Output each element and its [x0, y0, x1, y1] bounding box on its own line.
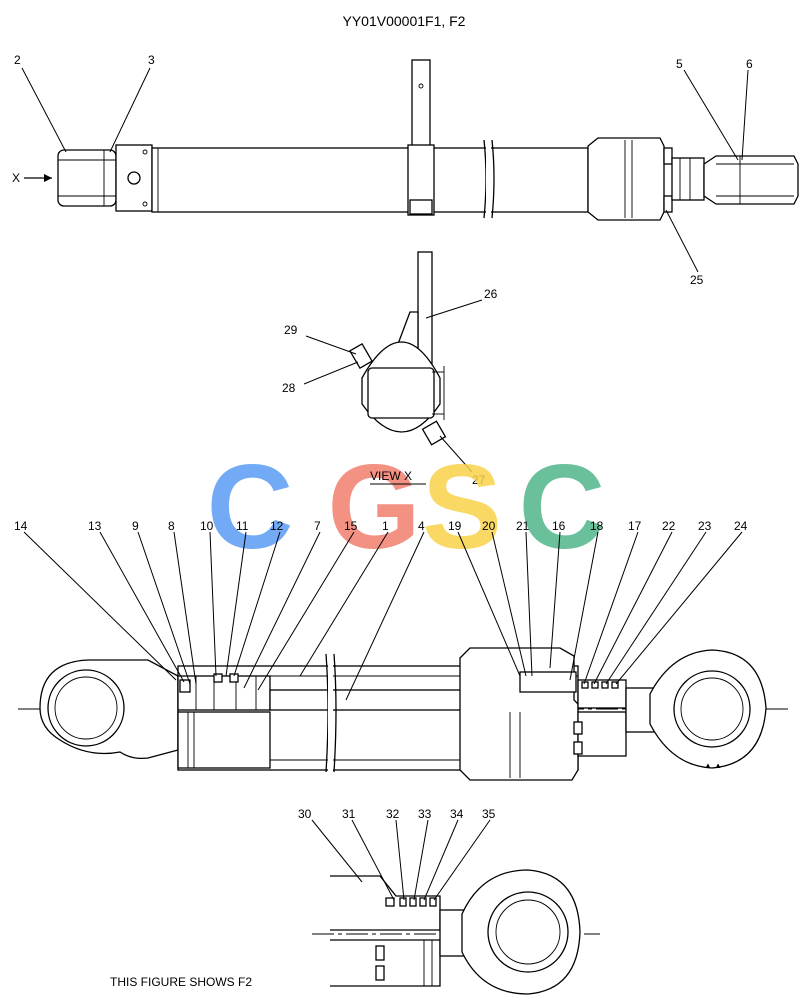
- callout-24: 24: [734, 519, 748, 533]
- callout-2: 2: [14, 53, 21, 67]
- trunnion-plate: [411, 59, 431, 153]
- piston-rod: [671, 157, 705, 201]
- callout-23: 23: [698, 519, 712, 533]
- view-x-leaders: [303, 299, 483, 473]
- view-x-plate: [417, 251, 433, 367]
- section-head: [459, 647, 579, 781]
- callout-28: 28: [282, 381, 296, 395]
- figure-note: THIS FIGURE SHOWS F2: [110, 975, 252, 989]
- view-x-bolt-top: [349, 342, 373, 370]
- callout-33: 33: [418, 807, 432, 821]
- left-pin-boss: [57, 149, 117, 207]
- callout-20: 20: [482, 519, 496, 533]
- callout-16: 16: [552, 519, 566, 533]
- callout-32: 32: [386, 807, 400, 821]
- detail-head: [330, 875, 441, 931]
- callout-3: 3: [148, 53, 155, 67]
- callout-13: 13: [88, 519, 102, 533]
- watermark-letter: G: [327, 440, 420, 574]
- cylinder-tube: [151, 147, 589, 213]
- view-x-drawing: [349, 251, 447, 446]
- callout-1: 1: [382, 519, 389, 533]
- watermark-letter: C: [207, 440, 294, 574]
- callout-12: 12: [270, 519, 284, 533]
- cylinder-section-view: ▲ ▲: [18, 647, 790, 781]
- detail-leaders: [311, 819, 491, 901]
- mounting-block: [115, 144, 153, 212]
- callout-27: 27: [472, 473, 486, 487]
- callout-18: 18: [590, 519, 604, 533]
- view-x-label: VIEW X: [370, 469, 412, 483]
- callout-25: 25: [690, 273, 704, 287]
- callout-15: 15: [344, 519, 358, 533]
- callout-35: 35: [482, 807, 496, 821]
- callout-11: 11: [236, 519, 249, 533]
- callout-6: 6: [746, 57, 753, 71]
- callout-5: 5: [676, 57, 683, 71]
- callout-19: 19: [448, 519, 462, 533]
- section-leaders: [23, 531, 743, 701]
- detail-f2-view: [312, 869, 600, 995]
- callout-22: 22: [662, 519, 676, 533]
- view-x-bolt-bottom: [421, 420, 447, 446]
- right-pin-boss: [703, 155, 799, 205]
- callout-9: 9: [132, 519, 139, 533]
- drawing-title: YY01V00001F1, F2: [343, 13, 466, 29]
- callout-31: 31: [342, 807, 356, 821]
- right-eye: [649, 649, 767, 769]
- callout-34: 34: [450, 807, 464, 821]
- callout-29: 29: [284, 323, 298, 337]
- callout-17: 17: [628, 519, 642, 533]
- callout-26: 26: [484, 287, 498, 301]
- callout-8: 8: [168, 519, 175, 533]
- left-eye-housing: [39, 659, 179, 760]
- top-view-leaders: [21, 67, 749, 273]
- svg-text:▲ ▲: ▲ ▲: [704, 761, 722, 770]
- callout-30: 30: [298, 807, 312, 821]
- callout-10: 10: [200, 519, 214, 533]
- watermark-letter: S: [422, 440, 502, 574]
- cylinder-top-view: X: [12, 59, 799, 221]
- piston-assembly: [177, 675, 271, 711]
- view-arrow-label: X: [12, 171, 20, 185]
- callout-4: 4: [418, 519, 425, 533]
- callout-7: 7: [314, 519, 321, 533]
- cylinder-head: [587, 137, 665, 221]
- cgsc-watermark: C G S C: [207, 440, 606, 574]
- callout-21: 21: [516, 519, 530, 533]
- watermark-letter: C: [519, 440, 606, 574]
- detail-eye: [461, 869, 581, 995]
- callout-14: 14: [14, 519, 28, 533]
